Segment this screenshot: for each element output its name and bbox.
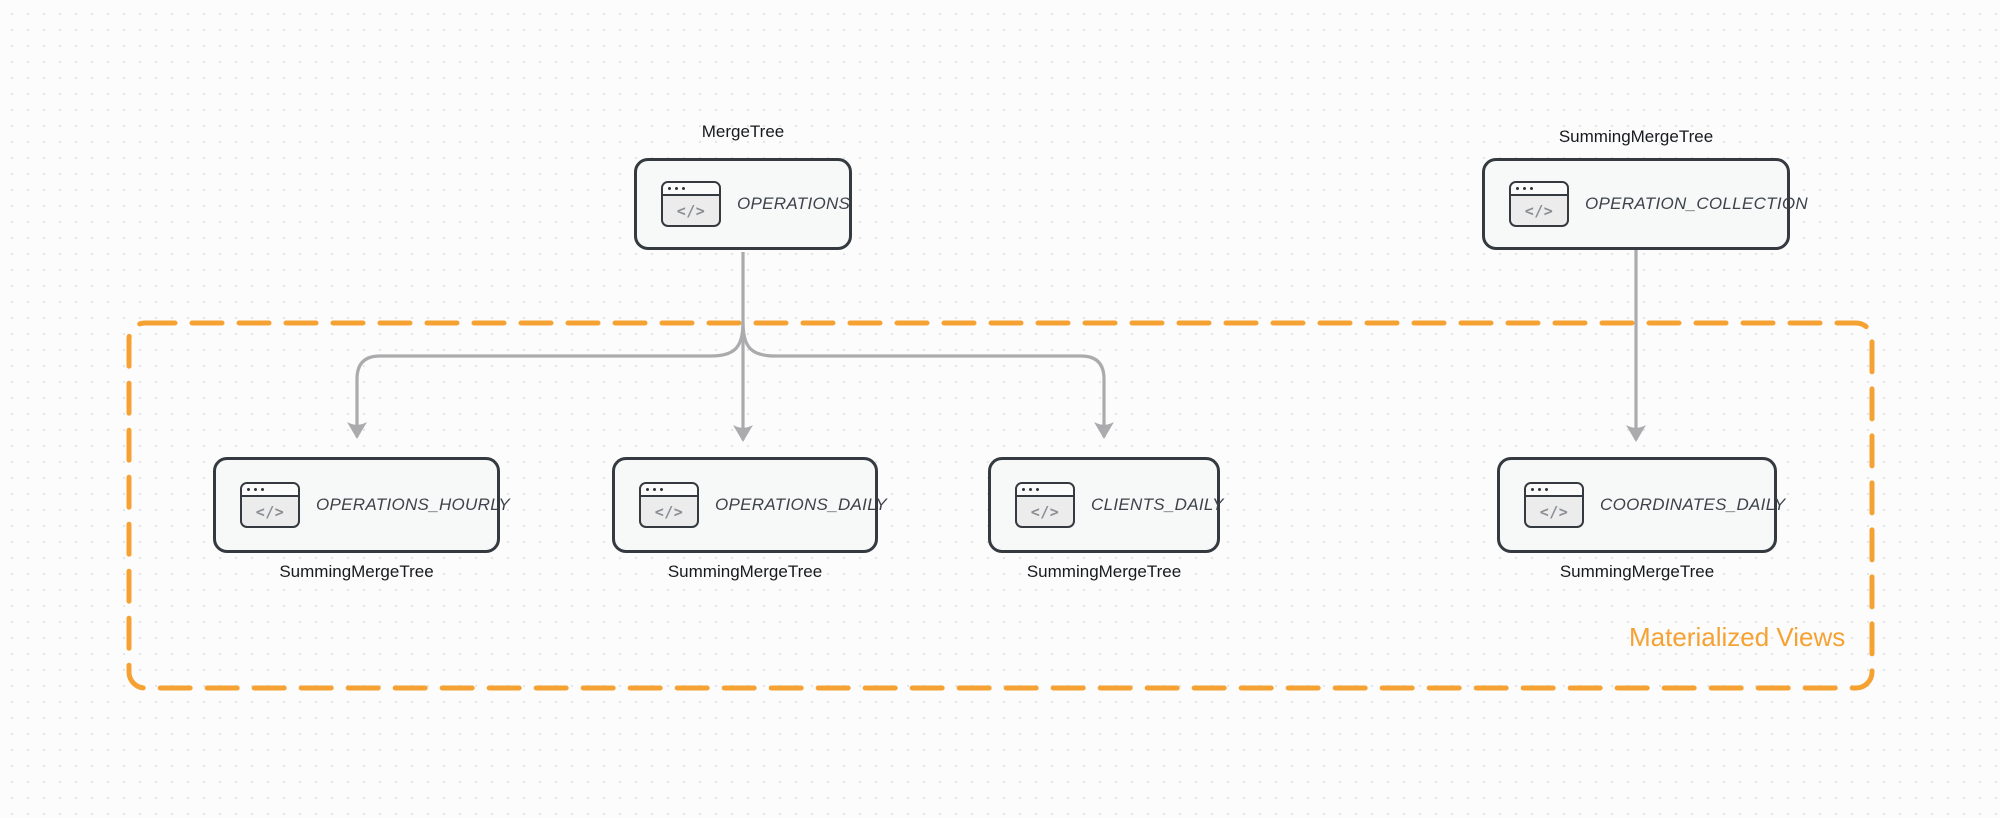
code-glyph: </> (676, 201, 706, 220)
node-coordinates-daily[interactable]: </> COORDINATES_DAILY (1497, 457, 1785, 553)
code-window-icon: </> (1524, 482, 1584, 528)
engine-label-operations-daily: SummingMergeTree (667, 562, 823, 581)
node-clients-daily[interactable]: </> CLIENTS_DAILY (988, 457, 1223, 553)
edge-operations-to-clients-daily (741, 321, 1114, 439)
node-name-operations-hourly: OPERATIONS_HOURLY (316, 495, 511, 514)
materialized-views-group-border (126, 320, 1875, 691)
window-dots (242, 484, 298, 497)
node-operations[interactable]: </> OPERATIONS (634, 158, 852, 250)
code-window-icon: </> (639, 482, 699, 528)
node-name-coordinates-daily: COORDINATES_DAILY (1600, 495, 1786, 514)
code-window-icon: </> (240, 482, 300, 528)
code-window-icon: </> (1509, 181, 1569, 227)
window-dots (1017, 484, 1073, 497)
code-glyph: </> (1524, 201, 1554, 220)
code-glyph: </> (1030, 502, 1060, 521)
node-operations-hourly[interactable]: </> OPERATIONS_HOURLY (213, 457, 510, 553)
engine-label-coordinates-daily: SummingMergeTree (1559, 562, 1715, 581)
node-name-operations-daily: OPERATIONS_DAILY (715, 495, 888, 514)
window-dots (641, 484, 697, 497)
code-glyph: </> (1539, 502, 1569, 521)
code-glyph: </> (654, 502, 684, 521)
edge-operations-to-operations-hourly (347, 321, 745, 439)
node-name-clients-daily: CLIENTS_DAILY (1091, 495, 1224, 514)
window-dots (663, 183, 719, 196)
code-glyph: </> (255, 502, 285, 521)
window-dots (1511, 183, 1567, 196)
engine-label-operation-collection: SummingMergeTree (1558, 127, 1714, 146)
node-operation-collection[interactable]: </> OPERATION_COLLECTION (1482, 158, 1808, 250)
node-name-operations: OPERATIONS (737, 194, 851, 213)
code-window-icon: </> (661, 181, 721, 227)
node-name-operation-collection: OPERATION_COLLECTION (1585, 194, 1808, 213)
node-operations-daily[interactable]: </> OPERATIONS_DAILY (612, 457, 887, 553)
code-window-icon: </> (1015, 482, 1075, 528)
engine-label-operations-hourly: SummingMergeTree (279, 562, 434, 581)
engine-label-operations: MergeTree (701, 122, 785, 141)
group-label: Materialized Views (1629, 622, 1846, 652)
engine-label-clients-daily: SummingMergeTree (1026, 562, 1182, 581)
window-dots (1526, 484, 1582, 497)
